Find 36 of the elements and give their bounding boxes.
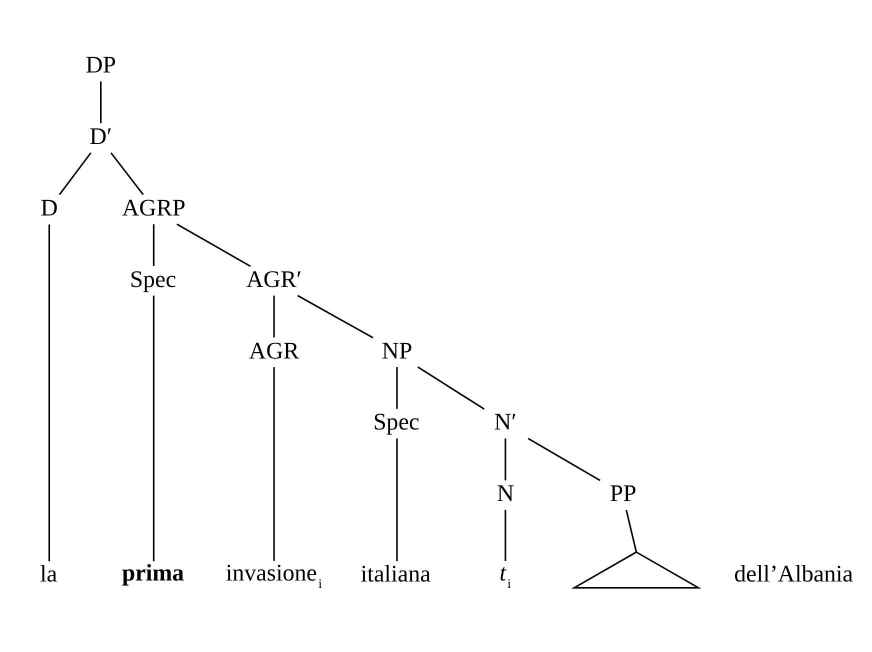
- connector: [417, 366, 485, 410]
- connector: [48, 224, 50, 562]
- connector: [273, 296, 275, 338]
- node-text: Spec: [373, 410, 420, 436]
- node-text: DP: [86, 52, 116, 79]
- connector: [396, 438, 398, 562]
- node-text: N: [496, 481, 514, 508]
- connector: [58, 152, 92, 196]
- connector: [176, 224, 251, 267]
- node-text: AGR′: [246, 266, 302, 293]
- connector: [528, 438, 600, 482]
- node-text: Spec: [130, 266, 176, 293]
- connector: [152, 224, 154, 266]
- node-text: invasione$_{i}$: [226, 560, 322, 591]
- connector: [100, 81, 102, 124]
- connector: [273, 367, 275, 561]
- connector: [504, 438, 506, 480]
- connector: [504, 510, 506, 562]
- connector: [396, 367, 398, 409]
- node-text: la: [40, 562, 58, 588]
- node-triangle: [571, 551, 702, 589]
- node-text: dell’Albania: [734, 562, 854, 588]
- node-text: D′: [90, 124, 112, 150]
- connector: [152, 296, 154, 562]
- node-text: italiana: [360, 562, 431, 588]
- connector: [626, 510, 638, 552]
- node-text: prima: [122, 560, 184, 586]
- node-text: D: [40, 195, 58, 222]
- node-text: N′: [494, 410, 517, 436]
- node-text: AGR: [248, 338, 300, 364]
- node-text: AGRP: [122, 195, 186, 222]
- node-text: t$_{i}$: [499, 560, 512, 591]
- node-text: NP: [382, 338, 412, 364]
- connector: [297, 294, 374, 338]
- node-text: PP: [610, 481, 636, 508]
- connector: [110, 152, 144, 196]
